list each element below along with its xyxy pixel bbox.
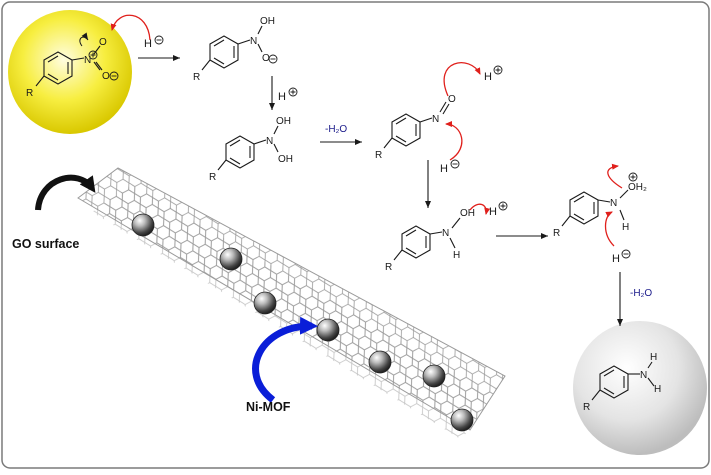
atom-h: H (622, 222, 629, 233)
atom-oh: OH (278, 154, 293, 165)
hydride-label: H (144, 38, 152, 50)
atom-oh: OH (276, 116, 291, 127)
atom-r: R (193, 72, 200, 83)
molecule-nitrobenzene (35, 45, 103, 87)
atom-r: R (385, 262, 392, 273)
atom-oh: OH (260, 16, 275, 27)
molecule-protonated (561, 189, 629, 227)
atom-oh: OH (460, 208, 475, 219)
atom-r: R (26, 88, 33, 99)
circled-plus-icon (628, 172, 638, 182)
atom-n: N (640, 370, 647, 381)
proton-label: H (278, 91, 286, 103)
atom-o: O (102, 71, 110, 82)
atom-oh2: OH₂ (628, 182, 647, 193)
ni-particle-icon (131, 213, 155, 237)
circled-minus-icon (268, 54, 278, 64)
ni-particle-icon (422, 364, 446, 388)
go-curved-arrow-icon (35, 174, 96, 211)
proton-label: H (489, 206, 497, 218)
gray-sphere-highlight (573, 321, 707, 455)
go-sheet (77, 167, 506, 440)
atom-h: H (654, 384, 661, 395)
hydride-label: H (612, 253, 620, 265)
ni-particle-icon (219, 247, 243, 271)
atom-o: O (99, 37, 107, 48)
atom-r: R (553, 228, 560, 239)
red-curved-arrow-icon (469, 203, 491, 215)
go-surface-label: GO surface (12, 237, 79, 251)
ni-particle-icon (253, 291, 277, 315)
molecule-intermediate-2 (201, 25, 263, 71)
dehydration-label: -H₂O (325, 124, 347, 135)
atom-n: N (84, 55, 91, 66)
circled-plus-icon (498, 201, 508, 211)
atom-h: H (650, 352, 657, 363)
molecule-hydroxylamine (393, 217, 461, 261)
red-curved-arrow-icon (443, 62, 481, 97)
hydride-label: H (440, 163, 448, 175)
circled-plus-icon (88, 50, 98, 60)
atom-r: R (375, 150, 382, 161)
red-curved-arrow-icon (604, 211, 615, 247)
ni-particle-icon (450, 408, 474, 432)
atom-h: H (453, 250, 460, 261)
molecule-intermediate-3 (217, 125, 279, 171)
red-curved-arrow-icon (110, 14, 151, 41)
atom-n: N (266, 136, 273, 147)
atom-r: R (583, 402, 590, 413)
ni-particle-icon (316, 318, 340, 342)
ni-mof-label: Ni-MOF (246, 400, 291, 414)
red-curved-arrow-icon (607, 163, 623, 189)
circled-plus-icon (493, 65, 503, 75)
atom-n: N (250, 36, 257, 47)
electron-arrow-icon (79, 32, 89, 47)
circled-minus-icon (154, 35, 164, 45)
atom-o: O (262, 53, 270, 64)
atom-r: R (209, 172, 216, 183)
atom-n: N (442, 228, 449, 239)
circled-minus-icon (621, 249, 631, 259)
atom-n: N (432, 114, 439, 125)
ni-particle-icon (368, 350, 392, 374)
molecule-aniline (591, 361, 655, 401)
dehydration-label: -H₂O (630, 288, 652, 299)
yellow-sphere-highlight (8, 10, 132, 134)
atom-n: N (610, 198, 617, 209)
ni-particles (131, 213, 474, 432)
molecule-nitroso (383, 101, 450, 149)
proton-label: H (484, 71, 492, 83)
circled-minus-icon (450, 159, 460, 169)
ni-mof-curved-arrow-icon (252, 316, 318, 403)
circled-minus-icon (109, 71, 119, 81)
red-curved-arrow-icon (445, 121, 463, 161)
circled-plus-icon (288, 87, 298, 97)
atom-o: O (448, 94, 456, 105)
